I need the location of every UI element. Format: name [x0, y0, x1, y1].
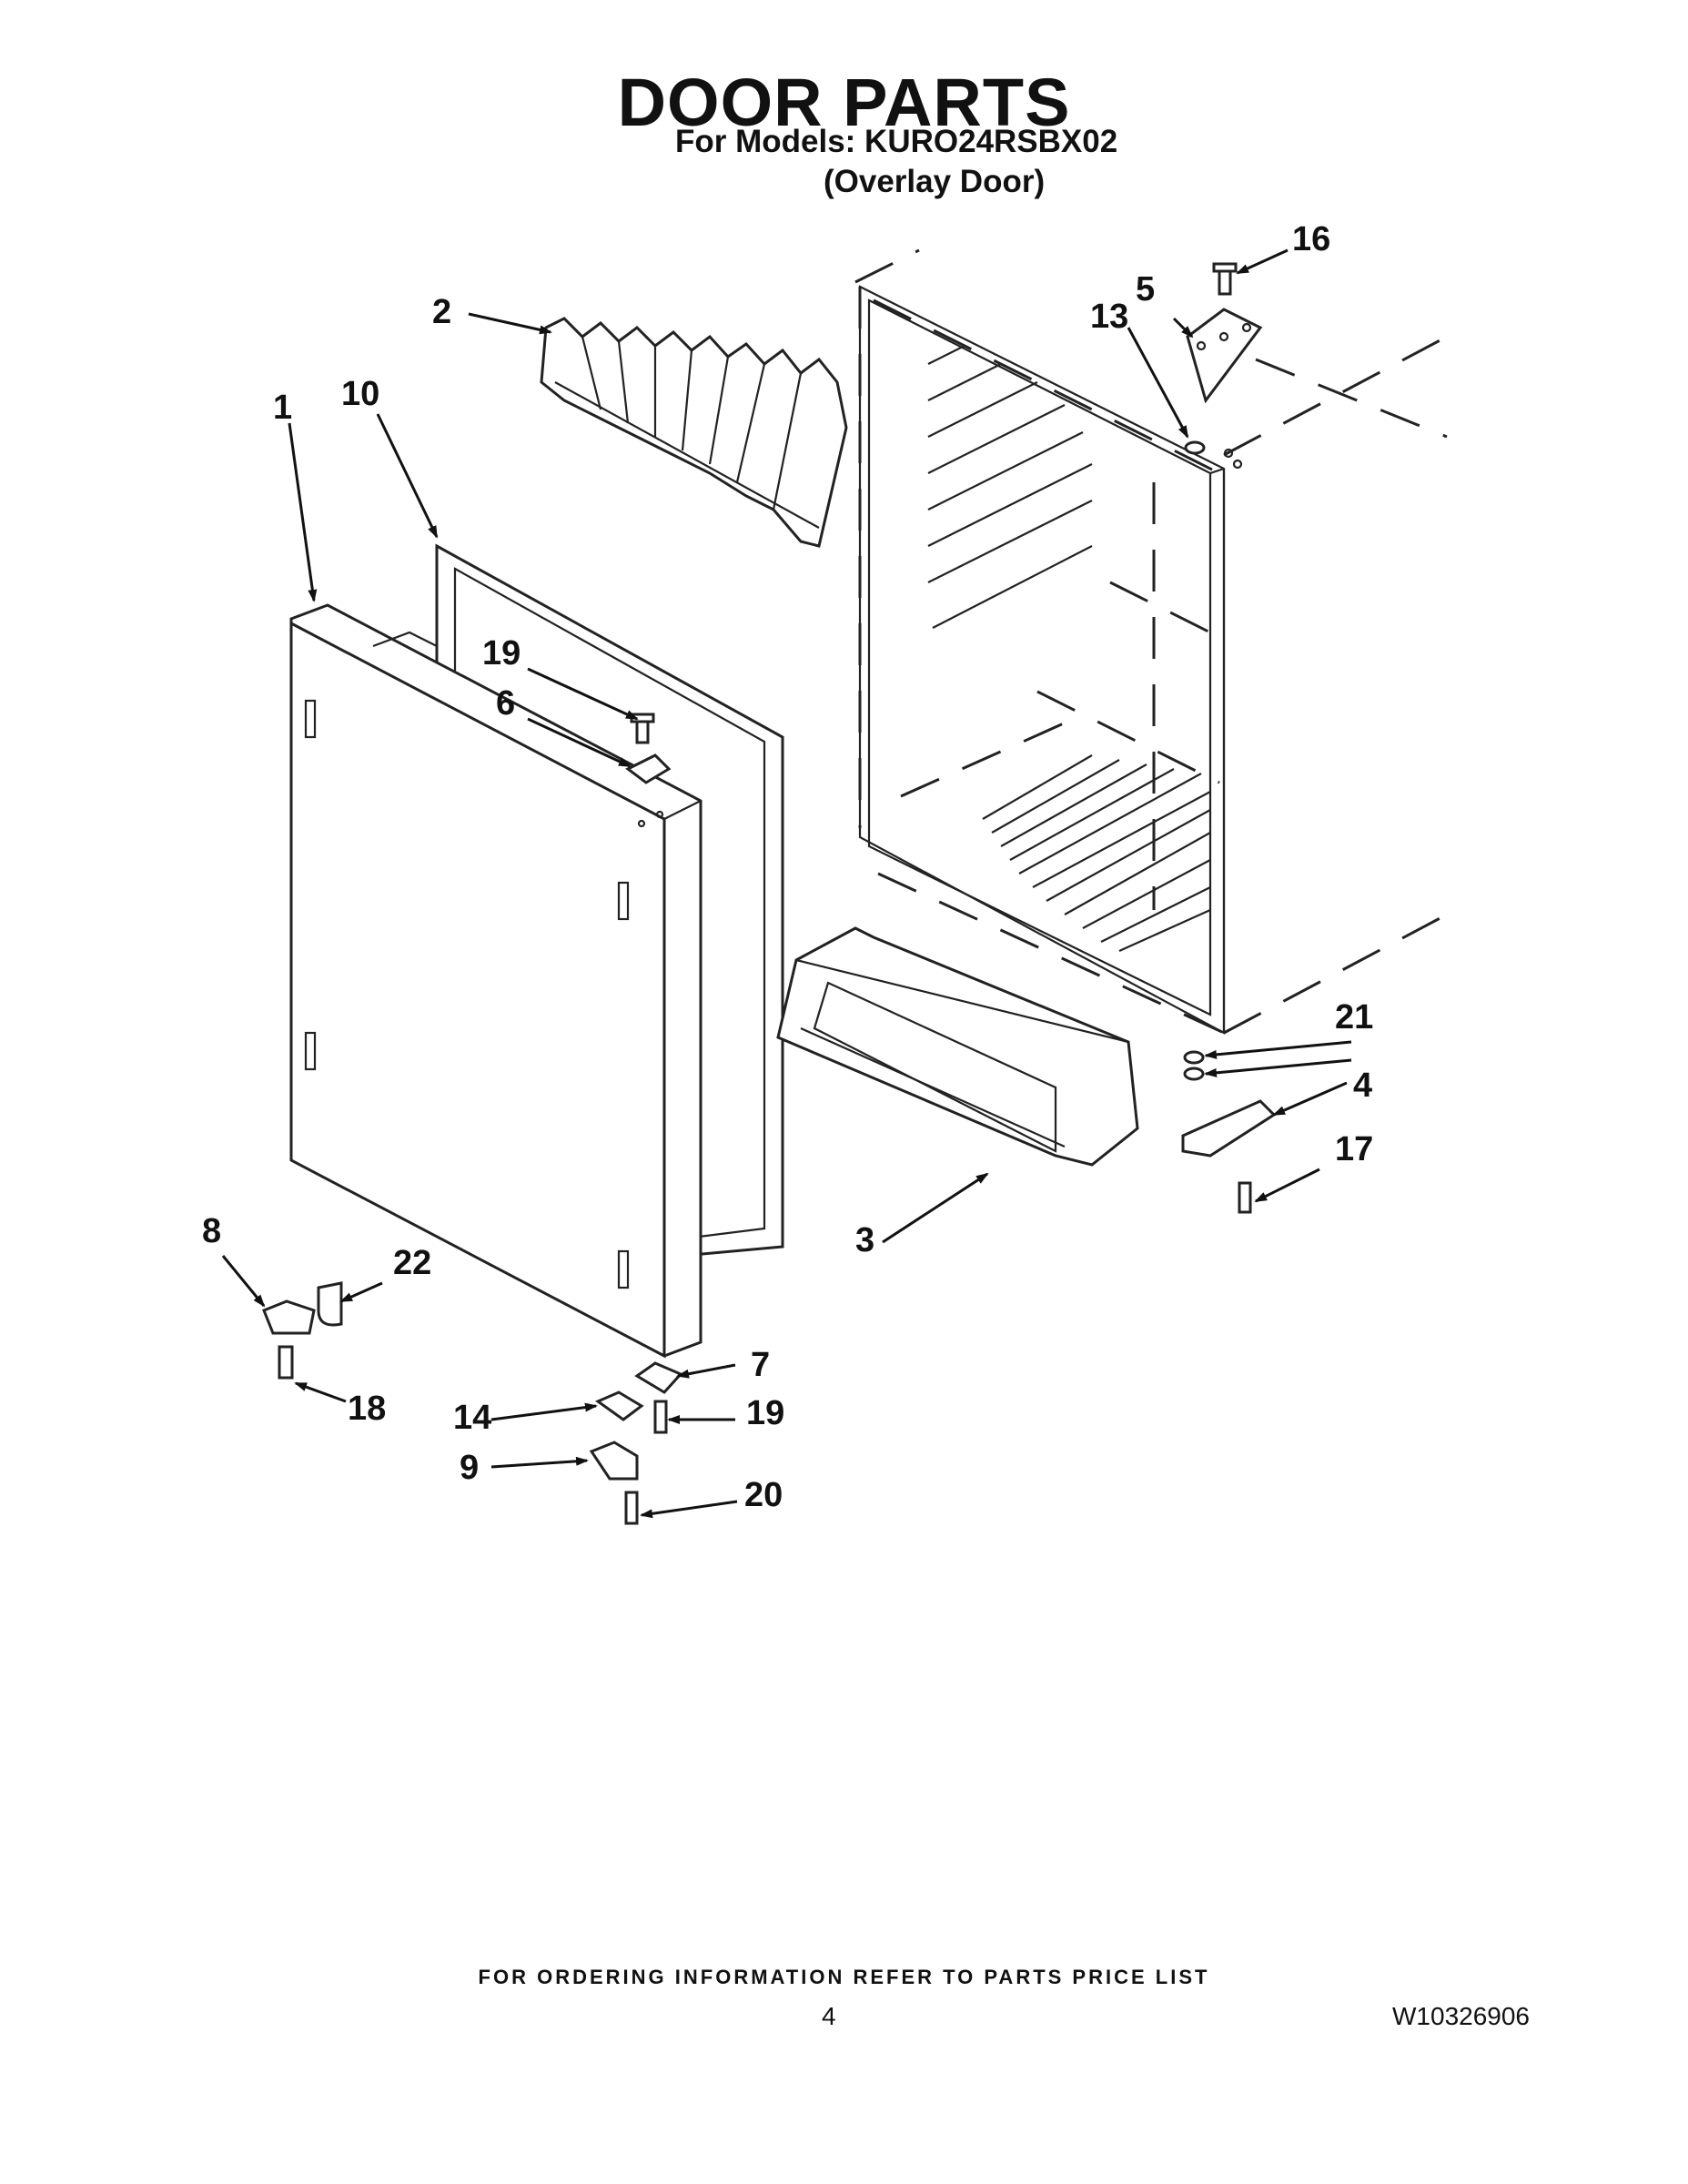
callout-17: 17: [1335, 1130, 1373, 1168]
callout-10: 10: [341, 375, 379, 413]
callout-3: 3: [855, 1221, 874, 1259]
callout-9: 9: [460, 1449, 479, 1487]
page-title: DOOR PARTS: [617, 65, 1071, 140]
models-line: For Models: KURO24RSBX02: [675, 124, 1118, 159]
callout-7: 7: [751, 1346, 770, 1384]
callout-14: 14: [453, 1399, 491, 1437]
callout-20: 20: [744, 1476, 783, 1514]
callout-8: 8: [202, 1212, 221, 1250]
callout-19-bottom: 19: [746, 1394, 784, 1432]
hinge-hardware: [262, 262, 1277, 1525]
door-type-line: (Overlay Door): [824, 164, 1046, 199]
callout-19-top: 19: [482, 634, 521, 672]
door-panel-part-1: [289, 603, 702, 1359]
ordering-note: FOR ORDERING INFORMATION REFER TO PARTS …: [478, 1966, 1210, 1988]
callout-5: 5: [1136, 270, 1155, 308]
lower-bin-part-3: [776, 926, 1139, 1167]
leader-lines: [221, 248, 1352, 1519]
callout-22: 22: [393, 1244, 431, 1282]
callout-labels: 1 2 3 4 5 6 7 8 9 10 13 14 16 17 18 19 1…: [202, 220, 1373, 1514]
callout-2: 2: [432, 293, 451, 331]
callout-13: 13: [1090, 298, 1128, 336]
cabinet-outline: [854, 248, 1448, 1035]
callout-1: 1: [273, 389, 292, 427]
document-number: W10326906: [1392, 2002, 1531, 2030]
callout-18: 18: [348, 1390, 386, 1428]
callout-6: 6: [496, 684, 515, 723]
callout-21: 21: [1335, 998, 1373, 1036]
callout-4: 4: [1353, 1067, 1372, 1105]
upper-shelf-part-2: [540, 317, 848, 548]
callout-16: 16: [1292, 220, 1330, 258]
page-number: 4: [822, 2002, 836, 2030]
